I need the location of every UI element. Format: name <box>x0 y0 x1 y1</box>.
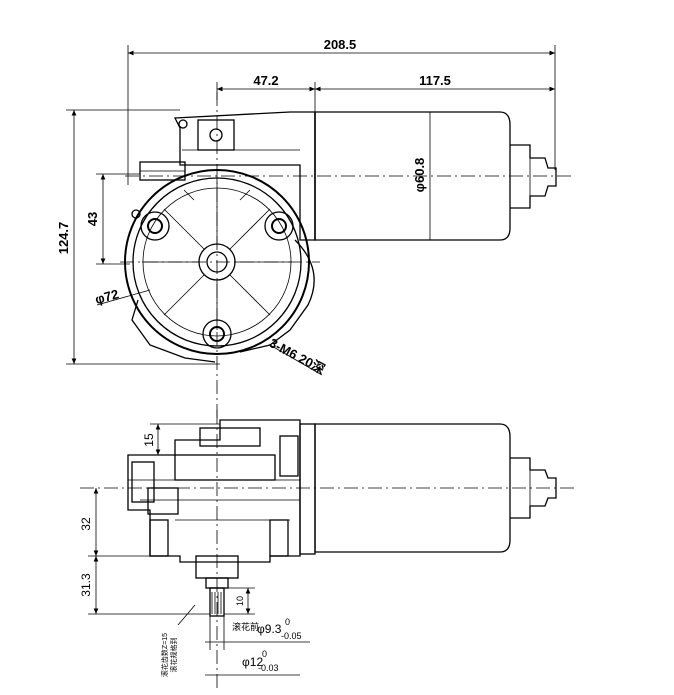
dim-text-spline-tol-upper: 0 <box>285 617 290 627</box>
motor-body: φ60.8 <box>314 111 557 241</box>
dim-text-gear-diameter: φ72 <box>93 286 120 307</box>
dim-mount-offset: 43 <box>85 173 140 265</box>
dim-text-shaft-tol-lower: -0.03 <box>258 663 279 673</box>
gearbox-bracket <box>139 111 316 241</box>
dim-side-31-3: 31.3 <box>79 556 210 615</box>
top-view: 208.5 47.2 117.5 124.7 43 <box>56 37 575 420</box>
dim-text-spline-tol-lower: -0.05 <box>281 631 302 641</box>
dim-text-spline-note: 滚花前 <box>232 621 259 632</box>
spline-notes: 滚花规格到 滚花齿数Z=15 <box>160 604 196 677</box>
screw-callout: 3-M6 20深 <box>267 335 328 377</box>
dim-overall-length: 208.5 <box>127 37 556 185</box>
dim-side-10: 10 <box>224 587 255 615</box>
dim-side-15: 15 <box>142 423 220 455</box>
side-view: 15 32 31.3 10 滚花前 φ9.3 0 <box>79 410 575 690</box>
side-flange <box>299 423 316 555</box>
dim-text-shaft-tol-upper: 0 <box>262 649 267 659</box>
dim-text-side-10: 10 <box>235 596 245 606</box>
dim-text-side-32: 32 <box>79 517 93 531</box>
dim-shaft-flange: 47.2 117.5 <box>216 73 555 112</box>
vertical-note-1: 滚花规格到 <box>169 638 178 673</box>
vertical-note-2: 滚花齿数Z=15 <box>160 633 169 677</box>
dim-text-overall-length: 208.5 <box>324 37 357 52</box>
dim-text-shaft-flange: 47.2 <box>253 73 278 88</box>
dim-text-motor-diameter: φ60.8 <box>412 158 427 193</box>
dim-side-32: 32 <box>79 488 150 557</box>
dim-gear-diameter: φ72 <box>93 286 151 307</box>
dim-text-motor-length: 117.5 <box>419 73 451 88</box>
dim-overall-height: 124.7 <box>56 109 220 365</box>
dim-text-overall-height: 124.7 <box>56 222 71 255</box>
gear-housing <box>124 169 315 363</box>
dim-shaft-diameter: φ12 0 -0.03 <box>205 649 300 676</box>
dim-text-side-31-3: 31.3 <box>79 573 93 597</box>
dim-text-screw-spec: 3-M6 20深 <box>267 335 328 377</box>
dim-text-side-15: 15 <box>142 433 156 447</box>
dim-text-spline-dia: φ9.3 <box>257 622 282 636</box>
dim-text-shaft-dia: φ12 <box>242 655 263 669</box>
dim-text-mount-offset: 43 <box>85 212 100 226</box>
dim-spline-diameter: 滚花前 φ9.3 0 -0.05 <box>205 616 310 650</box>
